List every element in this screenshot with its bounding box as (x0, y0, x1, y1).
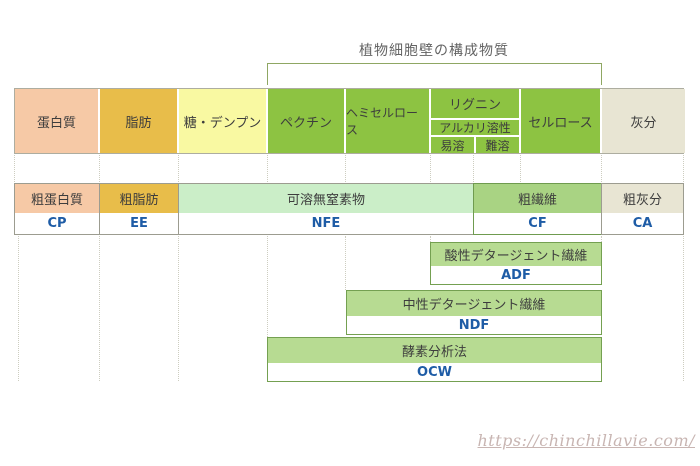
adf-label: 酸性デタージェント繊維 (431, 243, 601, 266)
dotted-connector (18, 236, 19, 381)
crude-protein-code: CP (47, 216, 67, 231)
dotted-connector (99, 236, 100, 381)
dotted-connector (430, 155, 431, 182)
crude-fiber-label: 粗繊維 (474, 184, 601, 213)
components-row: 蛋白質 脂肪 糖・デンプン ペクチン ヘミセルロース リグニン アルカリ溶性 易… (14, 88, 685, 154)
cell-lignin: リグニン (448, 98, 501, 113)
ocw-label: 酵素分析法 (268, 338, 601, 363)
nfe-label: 可溶無窒素物 (179, 184, 473, 213)
dotted-connector (430, 236, 431, 242)
crude-ash-label: 粗灰分 (602, 184, 683, 213)
cell-hemicellulose: ヘミセルロース (346, 89, 431, 153)
diagram-title: 植物細胞壁の構成物質 (359, 43, 509, 59)
dotted-connector (345, 155, 346, 182)
box-crude-protein: 粗蛋白質 CP (14, 183, 100, 235)
dotted-connector (601, 236, 602, 242)
cell-fat: 脂肪 (100, 89, 179, 153)
cell-ash: 灰分 (602, 89, 685, 153)
dotted-connector (683, 155, 684, 182)
cell-sugar-starch: 糖・デンプン (179, 89, 268, 153)
cell-easy-soluble: 易溶 (431, 137, 476, 153)
crude-fiber-code: CF (528, 216, 547, 231)
site-watermark: https://chinchillavie.com/ (477, 431, 695, 450)
dotted-connector (601, 155, 602, 182)
box-adf: 酸性デタージェント繊維 ADF (430, 242, 602, 285)
box-ndf: 中性デタージェント繊維 NDF (346, 290, 602, 335)
cell-pectin: ペクチン (268, 89, 346, 153)
nfe-code: NFE (311, 216, 341, 231)
crude-protein-label: 粗蛋白質 (15, 184, 99, 213)
cell-hard-soluble: 難溶 (485, 138, 510, 153)
dotted-connector (267, 155, 268, 182)
dotted-connector (99, 155, 100, 182)
ndf-code: NDF (458, 317, 490, 333)
dotted-connector (683, 236, 684, 381)
dotted-connector (345, 236, 346, 290)
cell-alkali-soluble: アルカリ溶性 (431, 118, 519, 135)
box-crude-fiber: 粗繊維 CF (473, 183, 602, 235)
box-crude-ash: 粗灰分 CA (601, 183, 684, 235)
cell-lignin-group: リグニン アルカリ溶性 易溶 難溶 (431, 89, 521, 153)
dotted-connector (178, 155, 179, 182)
ndf-label: 中性デタージェント繊維 (347, 291, 601, 316)
dotted-connector (473, 155, 474, 182)
dotted-connector (267, 236, 268, 337)
crude-fat-label: 粗脂肪 (100, 184, 178, 213)
box-ocw: 酵素分析法 OCW (267, 337, 602, 382)
dotted-connector (14, 155, 15, 182)
crude-ash-code: CA (632, 216, 653, 231)
cell-wall-bracket (267, 63, 602, 85)
cell-lignin-solubility: 易溶 難溶 (431, 135, 519, 153)
adf-code: ADF (501, 267, 531, 283)
cell-cellulose: セルロース (521, 89, 602, 153)
ocw-code: OCW (417, 364, 452, 380)
box-nitrogen-free-extract: 可溶無窒素物 NFE (178, 183, 474, 235)
cell-protein: 蛋白質 (15, 89, 100, 153)
box-crude-fat: 粗脂肪 EE (99, 183, 179, 235)
dotted-connector (520, 155, 521, 182)
dotted-connector (178, 236, 179, 381)
crude-fat-code: EE (130, 216, 148, 231)
